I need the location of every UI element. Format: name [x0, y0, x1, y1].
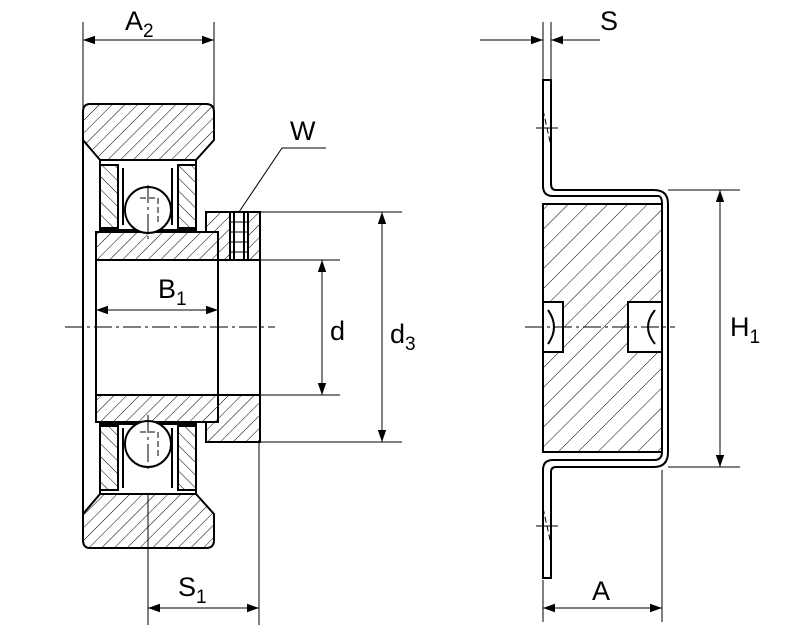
label-h1: H1 [730, 312, 760, 348]
label-s1: S1 [178, 572, 207, 608]
label-w: W [290, 116, 316, 146]
label-d3: d3 [390, 319, 416, 355]
label-b1: B1 [158, 274, 187, 310]
housing-side-view [480, 22, 740, 622]
bearing-section-view [65, 22, 402, 625]
label-d: d [330, 316, 345, 346]
label-a2: A2 [125, 6, 154, 42]
label-a: A [592, 576, 610, 606]
label-s: S [600, 6, 618, 36]
